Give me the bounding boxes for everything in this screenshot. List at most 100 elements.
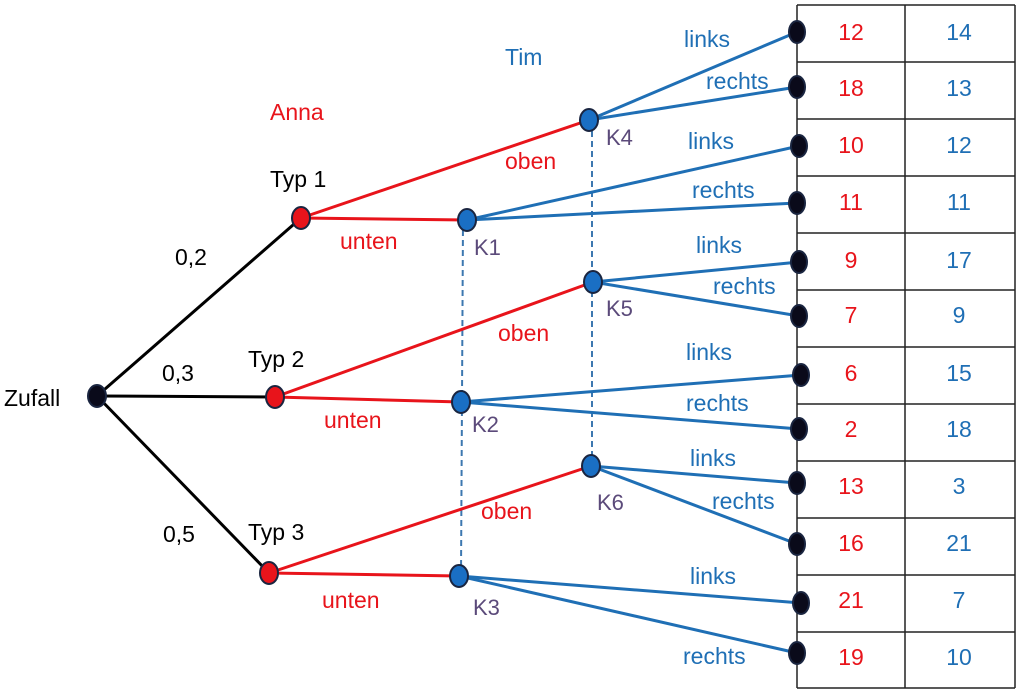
terminal-node: [792, 591, 810, 615]
action-label-oben: oben: [505, 148, 556, 174]
type-label-typ2: Typ 2: [248, 346, 304, 372]
terminal-node: [790, 250, 808, 274]
payoff-anna: 11: [839, 189, 863, 215]
node-k6: [581, 454, 601, 478]
edge-typ2-oben: [274, 280, 594, 399]
terminal-node: [790, 417, 808, 441]
probability-typ1: 0,2: [175, 244, 207, 270]
payoff-tim: 11: [947, 189, 971, 215]
probability-typ3: 0,5: [163, 521, 195, 547]
payoff-anna: 2: [845, 416, 858, 442]
edge-typ3-unten: [268, 571, 460, 578]
action-label-links: links: [684, 26, 730, 52]
action-label-links: links: [690, 445, 736, 471]
root-label: Zufall: [4, 385, 60, 411]
node-typ1: [291, 206, 311, 230]
action-label-rechts: rechts: [713, 273, 776, 299]
action-label-oben: oben: [481, 498, 532, 524]
info-set-label-k4: K4: [606, 125, 633, 150]
action-label-unten: unten: [322, 587, 380, 613]
action-label-links: links: [686, 339, 732, 365]
probability-typ2: 0,3: [162, 360, 194, 386]
heading-tim: Tim: [505, 44, 542, 70]
node-k4: [579, 108, 599, 132]
terminal-node: [788, 471, 806, 495]
node-k1: [457, 208, 477, 232]
payoff-tim: 3: [953, 473, 966, 499]
info-set-label-k2: K2: [472, 412, 499, 437]
edge-typ3-oben: [268, 464, 592, 575]
node-typ3: [259, 561, 279, 585]
payoff-anna: 7: [845, 302, 858, 328]
action-label-rechts: rechts: [712, 488, 775, 514]
action-label-links: links: [696, 232, 742, 258]
edge-k3-rechts: [458, 574, 798, 655]
terminal-node: [788, 532, 806, 556]
action-label-rechts: rechts: [686, 390, 749, 416]
terminal-node: [788, 20, 806, 44]
action-label-rechts: rechts: [706, 68, 769, 94]
node-k3: [449, 564, 469, 588]
payoff-tim: 21: [946, 530, 972, 556]
payoff-anna: 21: [838, 587, 864, 613]
node-k2: [451, 390, 471, 414]
action-label-unten: unten: [340, 228, 398, 254]
action-label-links: links: [688, 128, 734, 154]
info-set-label-k3: K3: [473, 595, 500, 620]
tim-edges: [458, 30, 802, 655]
payoff-tim: 10: [946, 644, 972, 670]
edge-zufall-typ3: [95, 394, 271, 575]
edge-k6-links: [590, 464, 798, 485]
payoff-anna: 12: [838, 19, 864, 45]
terminal-node: [788, 641, 806, 665]
payoff-tim: 15: [946, 360, 972, 386]
edge-typ1-unten: [300, 216, 468, 222]
payoff-anna: 16: [838, 530, 864, 556]
node-typ2: [265, 385, 285, 409]
edge-k5-links: [592, 260, 800, 284]
chance-edges: [95, 216, 302, 575]
terminal-node: [788, 191, 806, 215]
edge-k2-links: [460, 373, 802, 404]
nodes: [87, 20, 810, 665]
edge-typ1-oben: [300, 118, 590, 220]
edge-k5-rechts: [592, 280, 800, 318]
payoff-tim: 12: [946, 132, 972, 158]
edge-k4-links: [588, 30, 798, 122]
payoff-anna: 10: [838, 132, 864, 158]
terminal-node: [792, 363, 810, 387]
payoff-anna: 19: [838, 644, 864, 670]
payoff-anna: 13: [838, 473, 864, 499]
terminal-node: [790, 134, 808, 158]
type-label-typ3: Typ 3: [248, 519, 304, 545]
edge-k6-rechts: [590, 464, 798, 546]
info-set-label-k5: K5: [606, 296, 633, 321]
action-label-links: links: [690, 563, 736, 589]
payoff-anna: 9: [845, 247, 858, 273]
action-label-rechts: rechts: [683, 643, 746, 669]
action-label-rechts: rechts: [692, 177, 755, 203]
payoff-tim: 7: [953, 587, 966, 613]
payoff-table-grid: [796, 4, 1016, 689]
terminal-node: [788, 75, 806, 99]
heading-anna: Anna: [270, 99, 324, 125]
payoff-tim: 18: [946, 416, 972, 442]
type-label-typ1: Typ 1: [270, 166, 326, 192]
info-set-label-k1: K1: [474, 235, 501, 260]
payoff-tim: 9: [953, 302, 966, 328]
info-set-label-k6: K6: [597, 490, 624, 515]
edge-k1-links: [466, 144, 800, 222]
node-k5: [583, 270, 603, 294]
edge-k1-rechts: [466, 201, 798, 222]
action-label-oben: oben: [498, 320, 549, 346]
edge-typ2-unten: [274, 395, 462, 404]
edge-k3-links: [458, 574, 802, 605]
action-label-unten: unten: [324, 407, 382, 433]
node-root-zufall: [87, 384, 107, 408]
edge-zufall-typ2: [96, 394, 276, 399]
payoff-tim: 13: [946, 75, 972, 101]
payoff-tim: 17: [946, 247, 972, 273]
payoff-anna: 18: [838, 75, 864, 101]
